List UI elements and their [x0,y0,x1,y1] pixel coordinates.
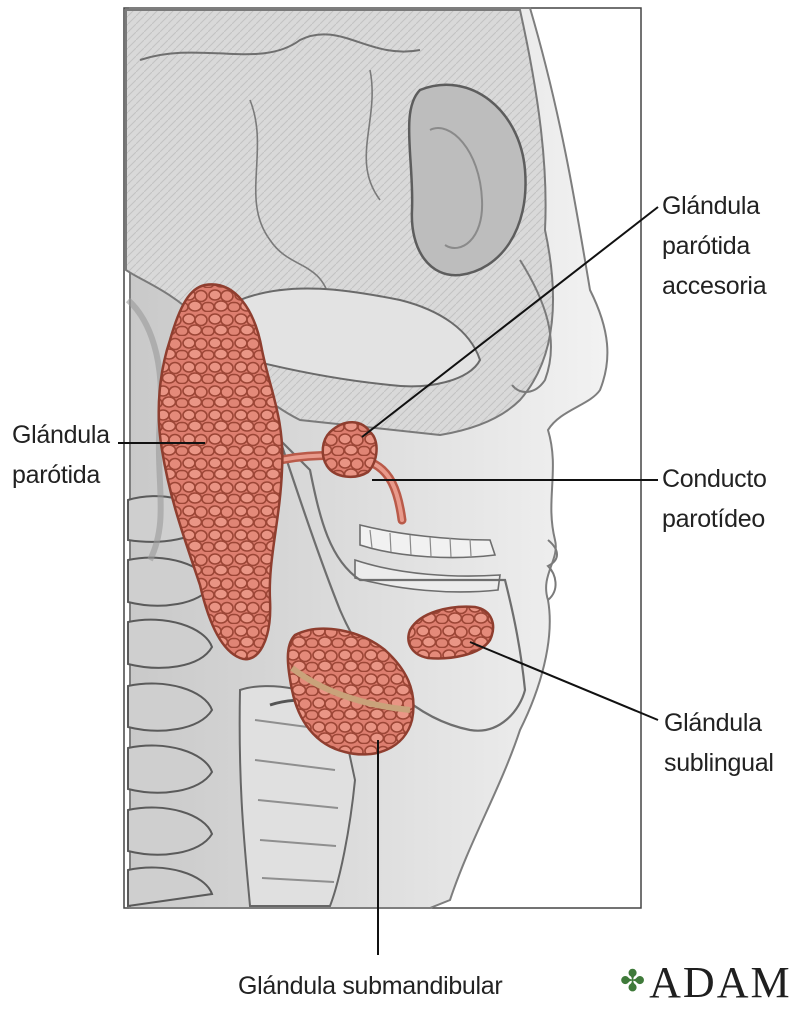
accessory-parotid-gland [323,422,377,477]
label-accessory-line-3: accesoria [662,266,766,306]
label-parotid-line-1: Glándula [12,415,110,455]
label-sublingual-line-2: sublingual [664,743,774,783]
label-sublingual-gland: Glándula sublingual [664,703,774,783]
label-accessory-line-1: Glándula [662,186,766,226]
label-duct-line-2: parotídeo [662,499,767,539]
label-parotid-gland: Glándula parótida [12,415,110,495]
label-sublingual-line-1: Glándula [664,703,774,743]
label-accessory-parotid: Glándula parótida accesoria [662,186,766,306]
label-duct-line-1: Conducto [662,459,767,499]
logo-text: ADAM [649,958,790,1007]
label-submandibular-gland: Glándula submandibular [238,966,502,1006]
label-parotid-line-2: parótida [12,455,110,495]
adam-logo: ✤ADAM [620,960,790,1005]
label-accessory-line-2: parótida [662,226,766,266]
label-submandibular-line-1: Glándula submandibular [238,966,502,1006]
leaf-icon: ✤ [620,965,647,998]
label-parotid-duct: Conducto parotídeo [662,459,767,539]
